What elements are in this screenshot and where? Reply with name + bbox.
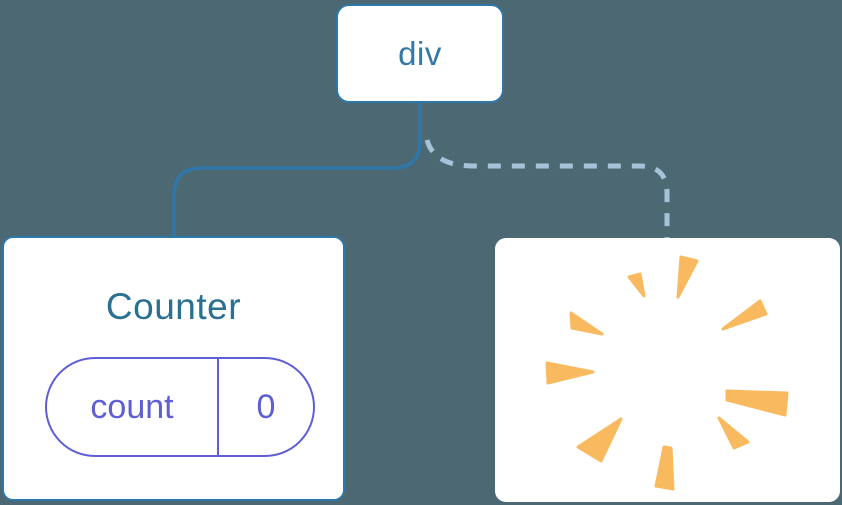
- pill-divider: [217, 359, 219, 455]
- state-pill: count 0: [45, 357, 315, 457]
- tree-node-destroyed: [495, 238, 840, 502]
- poof-icon: [545, 255, 789, 491]
- component-title: Counter: [105, 286, 242, 327]
- state-key: count: [90, 387, 174, 426]
- dashed-connector-line: [424, 139, 670, 239]
- tree-node-div: div: [336, 4, 504, 103]
- state-value: 0: [256, 387, 276, 426]
- node-label: div: [398, 34, 442, 72]
- tree-node-counter: Counter count 0: [2, 236, 345, 501]
- solid-connector-line: [172, 103, 422, 237]
